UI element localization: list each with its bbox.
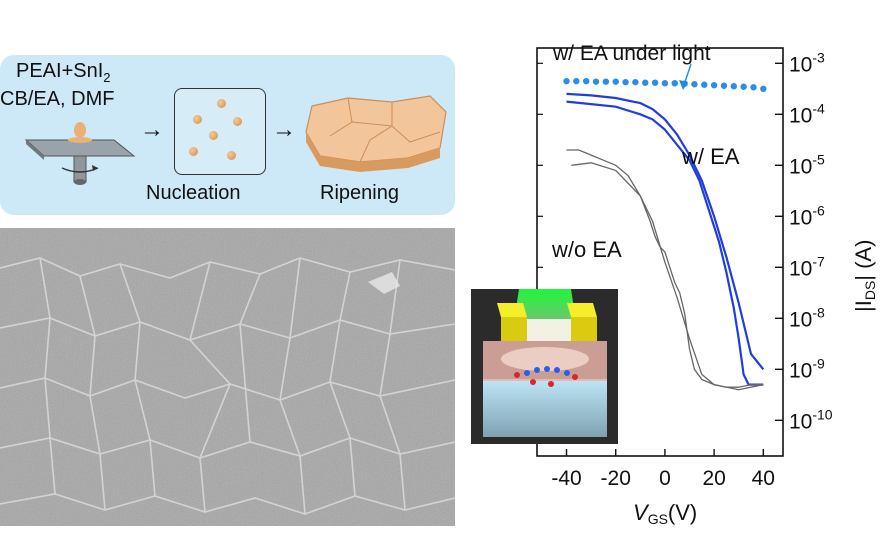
y-axis-label: |IDS| (A) bbox=[851, 240, 878, 312]
series-point-w-ea-under-light bbox=[740, 83, 747, 90]
series-line-reverse-w-o-ea bbox=[571, 162, 764, 391]
y-tick-label: 10-5 bbox=[789, 151, 825, 178]
plot-frame bbox=[536, 47, 784, 457]
x-tick-label: -20 bbox=[601, 467, 631, 490]
series-point-w-ea-under-light bbox=[563, 77, 570, 85]
series-point-w-ea-under-light bbox=[642, 79, 649, 86]
x-tick-label: 40 bbox=[752, 467, 775, 490]
x-tick-label: -40 bbox=[551, 467, 581, 490]
y-axis-label-group: |IDS| (A) bbox=[851, 240, 878, 312]
annotation-light-arrowhead bbox=[679, 80, 688, 90]
x-tick-label: 0 bbox=[659, 467, 671, 490]
y-axis-label-sub: DS bbox=[862, 281, 878, 300]
device-inset-image bbox=[471, 289, 618, 444]
series-point-w-ea-under-light bbox=[730, 83, 737, 90]
sem-grain-texture bbox=[0, 228, 455, 526]
precursor-subscript: 2 bbox=[103, 70, 111, 85]
series-point-w-ea-under-light bbox=[691, 81, 698, 88]
y-tick-label: 10-7 bbox=[789, 253, 825, 280]
series-point-w-ea-under-light bbox=[602, 78, 610, 85]
x-axis-label: VGS(V) bbox=[633, 500, 697, 527]
y-tick-group: 10-3 10-4 10-5 10-6 10-7 10-8 10-9 10-10 bbox=[537, 49, 833, 433]
ripened-film-icon bbox=[305, 95, 447, 172]
arrow-to-ripening: → bbox=[272, 116, 296, 143]
series-point-w-ea-under-light bbox=[632, 78, 639, 86]
y-tick-label: 10-10 bbox=[789, 406, 833, 433]
y-axis-label-unit: | (A) bbox=[851, 240, 876, 281]
y-tick-label: 10-6 bbox=[789, 202, 825, 229]
x-axis-label-sub: GS bbox=[648, 511, 668, 527]
series-line-forward-w-o-ea bbox=[566, 149, 764, 388]
x-tick-label: 20 bbox=[702, 467, 725, 490]
y-tick-label: 10-9 bbox=[789, 355, 825, 382]
y-tick-label: 10-8 bbox=[789, 304, 825, 331]
nucleation-label: Nucleation bbox=[146, 182, 241, 204]
series-point-w-ea-under-light bbox=[701, 81, 708, 88]
x-axis-label-unit: (V) bbox=[668, 500, 697, 525]
series-layer bbox=[563, 77, 767, 391]
nucleus-dot bbox=[217, 99, 226, 108]
ripening-label: Ripening bbox=[320, 182, 399, 204]
series-point-w-ea-under-light bbox=[710, 82, 718, 89]
series-point-w-ea-under-light bbox=[671, 79, 678, 87]
transfer-curve-chart: -40 -20 0 20 40 10-3 10-4 10-5 10-6 10-7 10-8 10-9… bbox=[536, 42, 878, 527]
annotation-light: w/ EA under light bbox=[552, 42, 711, 65]
nucleus-dot bbox=[189, 147, 198, 156]
series-point-w-ea-under-light bbox=[622, 78, 629, 86]
precursor-text: PEAI+SnI bbox=[16, 60, 104, 82]
sem-micrograph bbox=[0, 228, 455, 526]
series-point-w-ea-under-light bbox=[612, 78, 619, 85]
series-point-w-ea-under-light bbox=[651, 79, 659, 86]
y-tick-label: 10-3 bbox=[789, 49, 825, 76]
precursor-label: PEAI+SnI2 bbox=[16, 60, 111, 85]
arrow-to-nucleation: → bbox=[140, 116, 164, 143]
nucleation-box bbox=[174, 88, 266, 175]
series-point-w-ea-under-light bbox=[750, 84, 757, 91]
series-point-w-ea-under-light bbox=[583, 77, 590, 85]
series-line-forward-w-ea bbox=[566, 92, 765, 370]
y-axis-label-main: |I bbox=[851, 300, 876, 312]
device-illustration bbox=[471, 289, 618, 444]
series-line-reverse-w-ea bbox=[566, 100, 764, 386]
series-point-w-ea-under-light bbox=[573, 77, 580, 85]
series-point-w-ea-under-light bbox=[720, 82, 728, 89]
solvent-label: CB/EA, DMF bbox=[0, 88, 115, 110]
series-point-w-ea-under-light bbox=[760, 85, 767, 93]
nucleus-dot bbox=[227, 151, 236, 160]
annotation-with-ea: w/ EA bbox=[681, 144, 740, 169]
x-axis-label-main: V bbox=[633, 500, 650, 525]
annotation-without-ea: w/o EA bbox=[551, 237, 622, 262]
y-tick-label: 10-4 bbox=[789, 100, 825, 127]
nucleus-dot bbox=[233, 117, 242, 126]
nucleus-dot bbox=[193, 115, 202, 124]
series-point-w-ea-under-light bbox=[661, 79, 669, 87]
x-tick-group: -40 -20 0 20 40 bbox=[551, 449, 775, 490]
series-point-w-ea-under-light bbox=[592, 78, 600, 85]
spin-coater-icon bbox=[24, 122, 136, 185]
nucleus-dot bbox=[209, 131, 218, 140]
